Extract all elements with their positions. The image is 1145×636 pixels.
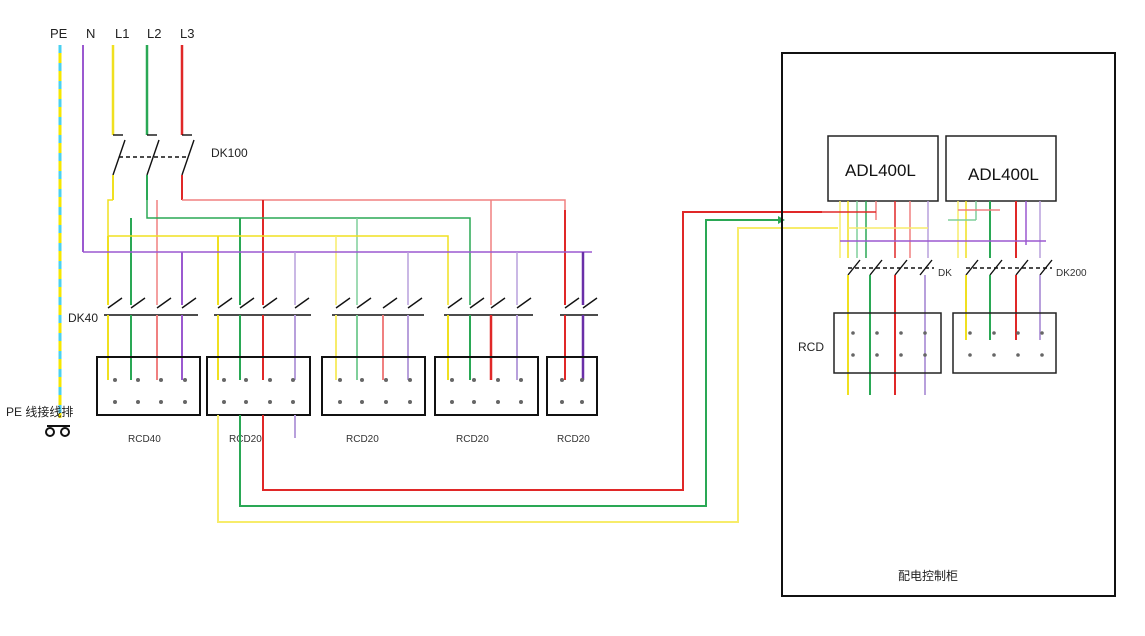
rcd-feed-wires <box>107 315 585 380</box>
meter-label-1: ADL400L <box>845 161 916 180</box>
cabinet-feeder <box>217 211 838 523</box>
meter-1-wiring <box>822 201 929 258</box>
rcd-label-3: RCD20 <box>346 434 379 445</box>
bus-label-pe: PE <box>50 26 68 41</box>
rcd-label-2: RCD20 <box>229 434 262 445</box>
bus-label-l1: L1 <box>115 26 129 41</box>
cabinet-rcd-label: RCD <box>798 340 824 354</box>
main-switch-label: DK100 <box>211 146 248 160</box>
bus-label-l2: L2 <box>147 26 161 41</box>
rcd-label-4: RCD20 <box>456 434 489 445</box>
main-switch-dk100 <box>112 134 195 200</box>
cabinet-switch-label-dk: DK <box>938 268 952 279</box>
cabinet-rcd-feed <box>847 275 1041 395</box>
pe-bar-label: PE 线接线排 <box>6 404 73 419</box>
branch-switch-label: DK40 <box>68 311 98 325</box>
branch-switch-4 <box>444 297 533 316</box>
branch-switch-5 <box>560 297 598 316</box>
cabinet-switch-label-dk200: DK200 <box>1056 268 1087 279</box>
bus-label-l3: L3 <box>180 26 194 41</box>
bus-label-n: N <box>86 26 95 41</box>
rcd-box-4 <box>434 356 539 416</box>
meter-box-1 <box>827 135 939 202</box>
meter-box-2 <box>945 135 1057 202</box>
pe-terminal-icon <box>45 425 70 437</box>
rcd-label-1: RCD40 <box>128 434 161 445</box>
cabinet-title: 配电控制柜 <box>898 569 958 583</box>
cabinet-switch-dk <box>847 259 934 276</box>
rcd-terminals <box>113 378 584 404</box>
cabinet-rcd-box-2 <box>952 312 1057 374</box>
rcd-boxes <box>96 356 598 416</box>
cabinet-rcd-terminals <box>851 331 1044 357</box>
meter-2-wiring <box>948 201 1041 258</box>
rcd-box-1 <box>96 356 201 416</box>
branch-switches <box>104 297 598 316</box>
branch-switch-3 <box>332 297 424 316</box>
rcd-box-3 <box>321 356 426 416</box>
meter-label-2: ADL400L <box>968 165 1039 184</box>
cabinet-switch-dk200 <box>965 259 1053 276</box>
distribution-cabinet <box>781 52 1116 597</box>
branch-switch-1 <box>104 297 198 316</box>
rcd-label-5: RCD20 <box>557 434 590 445</box>
distribution-busbars <box>83 199 592 305</box>
rcd-box-2 <box>206 356 311 416</box>
cabinet-rcd-box-1 <box>833 312 942 374</box>
rcd-box-5 <box>546 356 598 416</box>
